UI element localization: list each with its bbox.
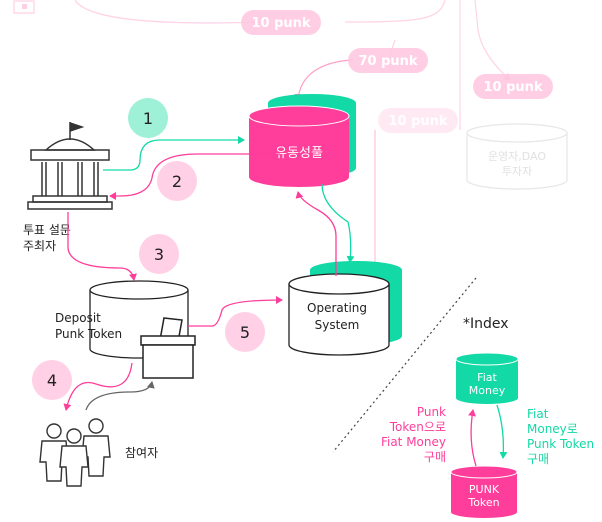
svg-text:1: 1 <box>143 109 153 128</box>
faded-punk-label-70: 70 punk <box>348 48 428 73</box>
faded-punk-label-top: 10 punk <box>241 10 321 35</box>
svg-text:Token: Token <box>467 496 499 509</box>
svg-text:3: 3 <box>154 245 164 264</box>
step-1-badge: 1 <box>128 98 168 138</box>
svg-text:Punk: Punk <box>417 405 446 419</box>
svg-text:Fiat: Fiat <box>527 407 549 421</box>
operator-dao-cylinder: 운영자,DAO 투자자 <box>466 123 568 190</box>
window-icon <box>13 0 35 14</box>
step-3-badge: 3 <box>139 234 179 274</box>
index-title: *Index <box>463 316 509 332</box>
survey-host-label-line2: 주최자 <box>23 239 56 253</box>
svg-text:Token으로: Token으로 <box>389 420 446 434</box>
punk-token-cylinder: PUNK Token <box>450 465 518 518</box>
buy-fiat-with-punk-label: Punk Token으로 Fiat Money 구매 <box>381 405 446 464</box>
svg-text:4: 4 <box>47 371 57 390</box>
survey-host-label-line1: 투표 설문 <box>23 223 71 237</box>
svg-text:10 punk: 10 punk <box>251 16 310 31</box>
faded-punk-label-mid: 10 punk <box>378 108 458 133</box>
svg-text:70 punk: 70 punk <box>358 54 417 69</box>
step-4-badge: 4 <box>32 360 72 400</box>
svg-text:PUNK: PUNK <box>469 483 500 496</box>
svg-text:투자자: 투자자 <box>502 165 532 178</box>
svg-text:2: 2 <box>172 172 182 191</box>
fiat-money-cylinder: Fiat Money <box>455 352 519 404</box>
svg-text:Fiat Money: Fiat Money <box>381 435 446 449</box>
svg-text:5: 5 <box>240 323 250 342</box>
svg-text:구매: 구매 <box>424 450 446 464</box>
svg-text:Punk Token: Punk Token <box>527 437 594 451</box>
faded-background-flows <box>74 0 511 269</box>
participants-icon <box>39 418 111 487</box>
svg-text:Money로: Money로 <box>527 422 578 436</box>
index-arrows <box>468 404 508 467</box>
ballot-box-icon <box>140 317 196 379</box>
svg-text:운영자,DAO: 운영자,DAO <box>488 150 546 163</box>
liquidity-pool-label: 유동성풀 <box>275 146 323 161</box>
svg-text:10 punk: 10 punk <box>388 114 447 129</box>
operating-system-label-line1: Operating <box>307 301 367 315</box>
step-5-badge: 5 <box>225 312 265 352</box>
flow-arrows <box>63 136 355 411</box>
step-2-badge: 2 <box>157 161 197 201</box>
svg-text:10 punk: 10 punk <box>483 80 542 95</box>
government-building-icon <box>27 122 113 210</box>
deposit-label-line1: Deposit <box>55 311 101 325</box>
svg-text:구매: 구매 <box>527 452 549 466</box>
participants-label: 참여자 <box>125 446 158 460</box>
faded-punk-label-right: 10 punk <box>473 74 553 99</box>
liquidity-pool-cylinder: 유동성풀 <box>248 94 356 187</box>
operating-system-label-line2: System <box>315 318 360 332</box>
deposit-label-line2: Punk Token <box>55 327 122 341</box>
operating-system-cylinder: Operating System <box>288 261 402 356</box>
svg-text:Money: Money <box>469 384 506 397</box>
buy-punk-with-fiat-label: Fiat Money로 Punk Token 구매 <box>527 407 594 466</box>
svg-text:Fiat: Fiat <box>477 371 497 384</box>
